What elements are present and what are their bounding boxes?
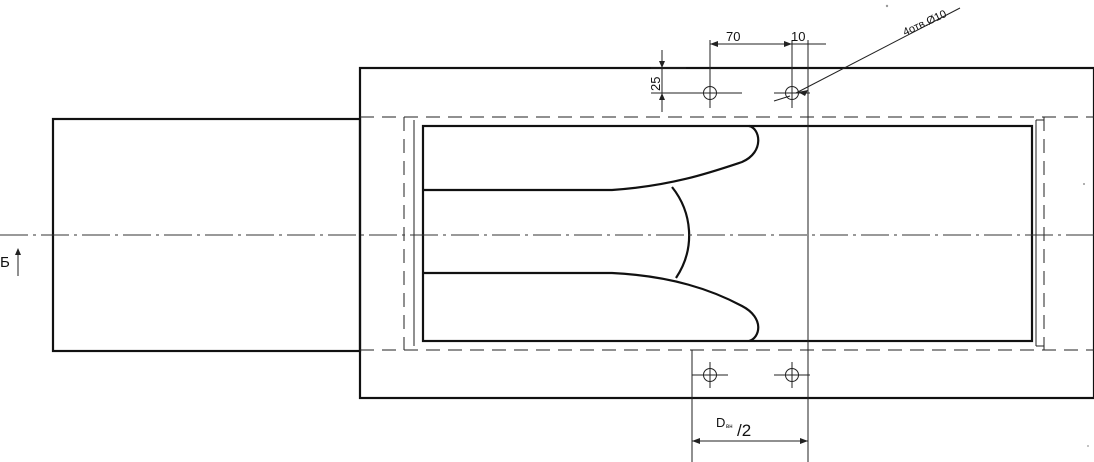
dimension-edge-offset: 10: [791, 29, 826, 45]
section-marker-label: Б: [0, 254, 10, 271]
flow-contour: [423, 124, 760, 343]
diameter-main-label: D: [716, 415, 725, 430]
dimension-inner-diameter: D вн /2: [692, 415, 808, 444]
holes-leader: 4отв.Ø10: [773, 7, 961, 102]
section-marker: Б: [0, 248, 21, 276]
hidden-contour: [360, 116, 1094, 351]
bottom-holes: [692, 362, 810, 388]
dimension-25-label: 25: [648, 77, 663, 91]
dimension-spacing: 70: [710, 29, 792, 47]
inner-frame-lines: [413, 119, 1044, 347]
diameter-subscript-label: вн: [726, 424, 733, 430]
diameter-divisor-label: /2: [737, 421, 751, 440]
dimension-70-label: 70: [726, 29, 740, 44]
inner-window-outline: [421, 124, 1034, 343]
housing-outline: [358, 66, 1094, 400]
dimension-10-label: 10: [791, 29, 805, 44]
scan-artifacts: [885, 4, 1089, 447]
dimension-vertical-offset: 25: [648, 50, 742, 112]
holes-note-label: 4отв.Ø10: [901, 8, 948, 39]
